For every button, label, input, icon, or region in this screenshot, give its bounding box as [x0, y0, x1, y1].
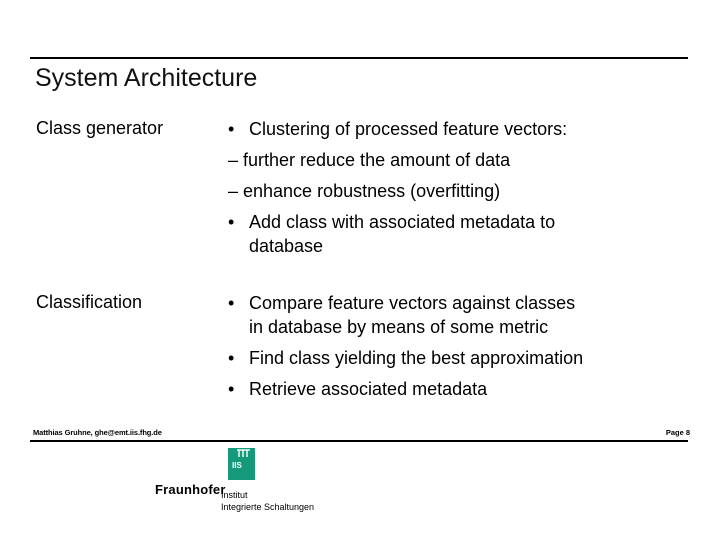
section-label-classification: Classification	[36, 292, 143, 312]
header-rule	[30, 57, 688, 59]
bullet-item: • Retrieve associated metadata	[228, 377, 668, 401]
bullet-item: • Compare feature vectors against classe…	[228, 291, 668, 339]
sub-bullet-item: – enhance robustness (overfitting)	[228, 179, 668, 203]
sub-bullet-item: – further reduce the amount of data	[228, 148, 668, 172]
bullet-text: Compare feature vectors against classes …	[249, 293, 576, 337]
footer-author-email: Matthias Gruhne, ghe@emt.iis.fhg.de	[33, 428, 162, 437]
bullet-item: • Find class yielding the best approxima…	[228, 346, 668, 370]
section-label-class-generator: Class generator	[36, 118, 164, 138]
bullet-text: Clustering of processed feature vectors:	[249, 119, 568, 139]
bullet-marker: •	[228, 348, 235, 368]
bullet-marker: •	[228, 379, 235, 399]
fraunhofer-brand-text: Fraunhofer	[155, 482, 226, 497]
bullet-marker: •	[228, 293, 235, 313]
iis-logo-text: IIS	[232, 461, 242, 470]
bullet-group-classification: • Compare feature vectors against classe…	[228, 291, 668, 408]
bullet-group-class-generator: • Clustering of processed feature vector…	[228, 117, 668, 265]
iis-logo-square	[228, 448, 255, 480]
bullet-marker: •	[228, 212, 235, 232]
sub-bullet-text: further reduce the amount of data	[243, 150, 511, 170]
bullet-item: • Add class with associated metadata to …	[228, 210, 668, 258]
footer-rule	[30, 440, 688, 442]
institute-line2: Integrierte Schaltungen	[221, 502, 315, 512]
iis-comb-icon	[237, 449, 250, 457]
bullet-text: Retrieve associated metadata	[249, 379, 488, 399]
bullet-item: • Clustering of processed feature vector…	[228, 117, 668, 141]
sub-bullet-marker: –	[228, 181, 239, 201]
sub-bullet-marker: –	[228, 150, 239, 170]
bullet-text: Add class with associated metadata to da…	[249, 212, 556, 256]
sub-bullet-text: enhance robustness (overfitting)	[243, 181, 501, 201]
slide-title: System Architecture	[35, 64, 258, 92]
bullet-text: Find class yielding the best approximati…	[249, 348, 584, 368]
footer-page-number: Page 8	[665, 428, 690, 437]
iis-logo-icon: IIS	[228, 448, 255, 480]
institute-line1: Institut	[221, 490, 248, 500]
bullet-marker: •	[228, 119, 235, 139]
fraunhofer-iis-logo: IIS	[228, 448, 255, 480]
